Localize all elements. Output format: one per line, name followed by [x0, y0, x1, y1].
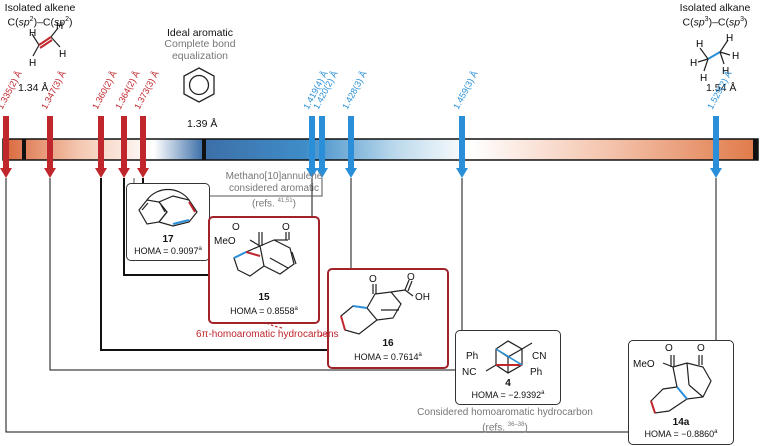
compound-16-o-ketone: O — [369, 274, 377, 285]
compound-17-box: 17 HOMA = 0.9097a — [126, 183, 210, 261]
compound-15-meo: MeO — [214, 236, 236, 247]
bond-arrow-head-9 — [456, 168, 468, 178]
bond-arrow-head-8 — [345, 168, 357, 178]
compound-14a-homa: HOMA = −0.8860a — [644, 429, 718, 439]
compound-15-name: 15 — [258, 292, 270, 303]
alkane-length: 1.54 Å — [706, 82, 737, 94]
alkene-title: Isolated alkene — [4, 2, 76, 14]
alkene-h1: H — [29, 28, 36, 39]
bond-arrow-head-6 — [306, 168, 318, 178]
ethylene-molecule — [31, 27, 61, 57]
compound-15-homa: HOMA = 0.8558a — [230, 306, 298, 316]
compound-16-structure — [340, 279, 414, 335]
bond-arrow-head-7 — [316, 168, 328, 178]
bond-arrow-shaft-3 — [98, 116, 104, 170]
alkane-h3: H — [700, 73, 707, 84]
bond-arrow-shaft-4 — [121, 116, 127, 170]
compound-4-box: Ph CN NC Ph 4 HOMA = −2.9392a — [455, 330, 561, 405]
homoaromatic-note: 6π-homoaromatic hydrocarbons — [196, 329, 339, 340]
compound-16-oh: OH — [415, 292, 430, 303]
compound-4-structure — [485, 340, 533, 374]
alkane-h5: H — [732, 51, 739, 62]
ethane-molecule — [697, 39, 731, 72]
bond-arrow-head-1 — [0, 168, 12, 178]
alkene-h4: H — [59, 49, 66, 60]
compound-16-box: O O OH 16 HOMA = 0.7614a — [327, 268, 449, 369]
compound-14a-name: 14a — [672, 417, 690, 428]
alkene-bond-type: C(sp2)–C(sp2) — [7, 16, 73, 29]
compound-4-ph-left: Ph — [466, 351, 479, 362]
bond-arrow-head-2 — [44, 168, 56, 178]
tick-alkene — [22, 139, 26, 160]
alkane-h1: H — [696, 39, 703, 50]
alkane-bond-type: C(sp3)–C(sp3) — [682, 16, 748, 29]
considered-homoaromatic-note: Considered homoaromatic hydrocarbon (ref… — [417, 407, 593, 434]
alkene-length: 1.34 Å — [18, 82, 49, 94]
methano-annulene-structure — [138, 188, 198, 227]
connector-lines — [5, 178, 717, 433]
compound-4-nc: NC — [462, 367, 477, 378]
methano-annulene-note: Methano[10]annulene considered aromatic … — [225, 171, 323, 210]
bond-arrow-shaft-1 — [3, 116, 9, 170]
bond-arrow-shaft-8 — [348, 116, 354, 170]
alkane-h6: H — [722, 66, 729, 77]
compound-15-structure — [233, 232, 297, 277]
compound-17-name: 17 — [162, 234, 174, 245]
compound-14a-meo: MeO — [633, 359, 655, 370]
compound-15-o-ketone: O — [282, 222, 290, 233]
alkene-h2: H — [29, 58, 36, 69]
bond-arrow-head-3 — [95, 168, 107, 178]
tick-alkane — [753, 139, 758, 160]
compound-4-ph-right: Ph — [530, 367, 543, 378]
tick-aromatic — [202, 139, 206, 160]
compound-14a-o-ketone: O — [697, 343, 705, 354]
compound-4-homa: HOMA = −2.9392a — [471, 390, 545, 400]
alkane-h4: H — [726, 33, 733, 44]
compound-17-homa: HOMA = 0.9097a — [134, 246, 202, 256]
compound-15-box: O O MeO 15 HOMA = 0.8558a — [208, 216, 320, 324]
aromatic-length: 1.39 Å — [187, 118, 218, 130]
compound-16-name: 16 — [382, 338, 394, 349]
compound-14a-structure — [650, 355, 712, 414]
benzene-molecule — [183, 67, 215, 103]
bond-arrow-shaft-2 — [47, 116, 53, 170]
bond-arrow-shaft-5 — [140, 116, 146, 170]
bond-arrow-shaft-9 — [459, 116, 465, 170]
compound-14a-box: O O MeO 14a HOMA = −0.8860a — [628, 340, 734, 445]
bond-length-scale-bar — [2, 138, 759, 161]
compound-4-cn: CN — [532, 351, 547, 362]
bond-arrow-head-4 — [118, 168, 130, 178]
bond-arrow-head-5 — [137, 168, 149, 178]
bond-arrow-shaft-6 — [309, 116, 315, 170]
bond-arrow-head-10 — [710, 168, 722, 178]
compound-16-o-acid: O — [407, 272, 415, 283]
compound-15-o-carbonyl: O — [232, 222, 240, 233]
bond-arrows — [0, 116, 722, 178]
alkane-h2: H — [690, 58, 697, 69]
compound-14a-o-ester: O — [665, 343, 673, 354]
compound-16-homa: HOMA = 0.7614a — [354, 352, 422, 362]
bond-arrow-shaft-7 — [319, 116, 325, 170]
alkane-title: Isolated alkane — [679, 2, 751, 14]
aromatic-subtitle: Complete bond equalization — [164, 38, 236, 62]
compound-4-name: 4 — [505, 378, 511, 389]
bond-arrow-shaft-10 — [713, 116, 719, 170]
alkene-h3: H — [56, 21, 63, 32]
aromatic-title: Ideal aromatic — [167, 27, 233, 39]
